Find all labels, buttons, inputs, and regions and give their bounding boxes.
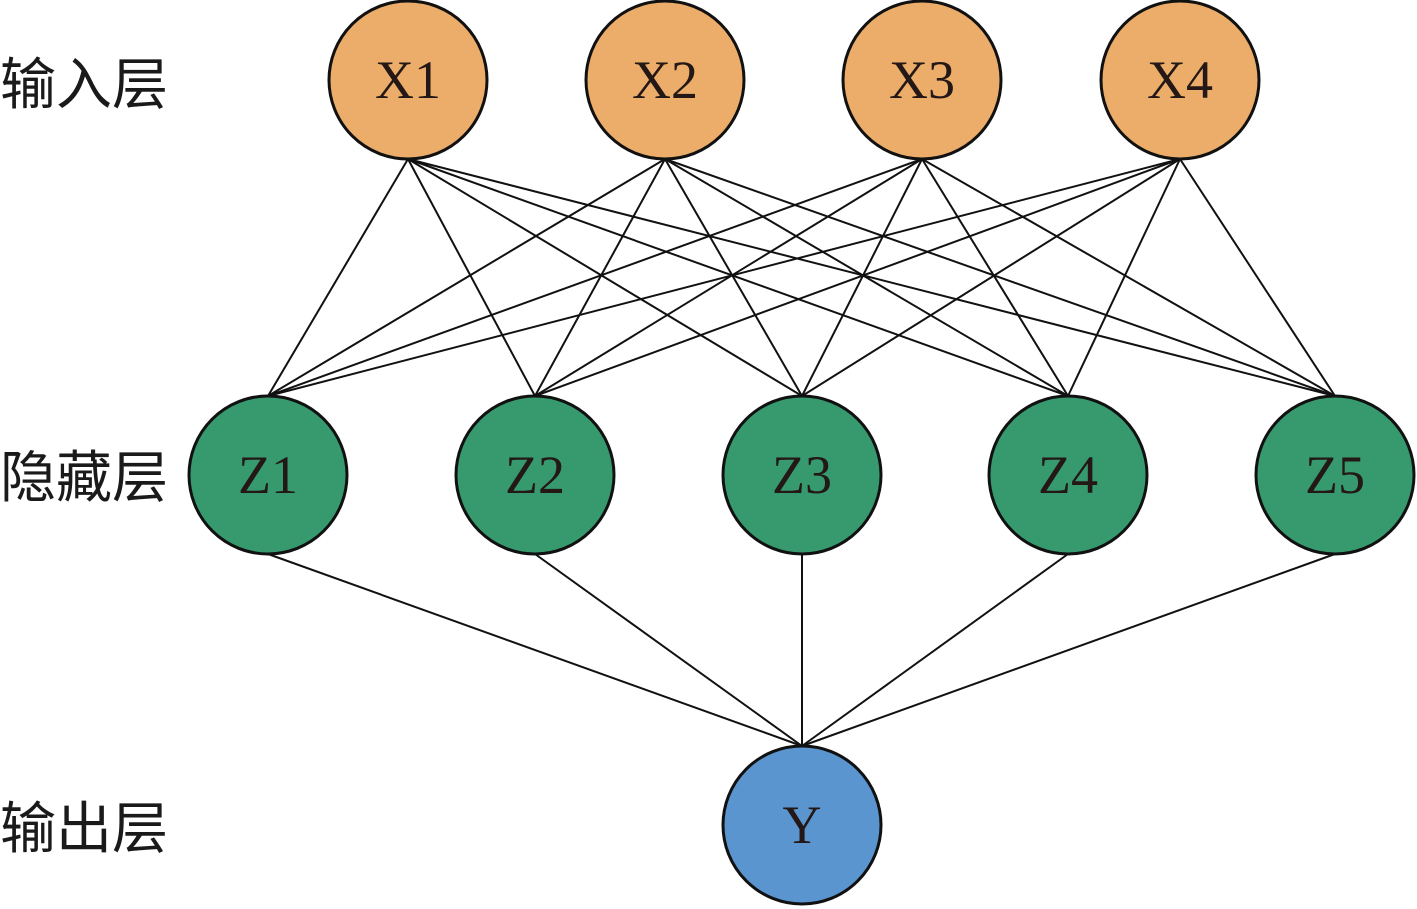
layer-labels-group: 输入层 隐藏层 输出层 (0, 53, 168, 862)
node-circle-z2 (454, 394, 616, 556)
edge-x1-z5 (407, 158, 1336, 397)
edge-x2-z1 (267, 158, 666, 397)
node-circle-x2 (584, 0, 746, 161)
node-y: Y (721, 744, 883, 906)
node-x4: X4 (1099, 0, 1261, 161)
node-z4: Z4 (987, 394, 1149, 556)
node-circle-x1 (327, 0, 489, 161)
edge-z2-y (534, 553, 803, 747)
node-label-x4: X4 (1147, 50, 1213, 110)
node-label-x2: X2 (632, 50, 698, 110)
edge-x2-z4 (664, 158, 1069, 397)
edge-x4-z4 (1067, 158, 1181, 397)
edge-x4-z3 (801, 158, 1181, 397)
edge-x3-z5 (921, 158, 1336, 397)
edge-x1-z3 (407, 158, 803, 397)
node-circle-x3 (841, 0, 1003, 161)
node-z5: Z5 (1254, 394, 1416, 556)
node-label-z5: Z5 (1305, 445, 1365, 505)
edge-x4-z5 (1179, 158, 1336, 397)
edge-x1-z2 (407, 158, 536, 397)
node-label-z3: Z3 (772, 445, 832, 505)
edge-x4-z1 (267, 158, 1181, 397)
node-label-z2: Z2 (505, 445, 565, 505)
node-label-x1: X1 (375, 50, 441, 110)
node-z3: Z3 (721, 394, 883, 556)
node-x3: X3 (841, 0, 1003, 161)
edge-x1-z1 (267, 158, 409, 397)
layer-label-output: 输出层 (0, 797, 168, 862)
node-circle-y (721, 744, 883, 906)
edge-x2-z5 (664, 158, 1336, 397)
node-circle-z1 (187, 394, 349, 556)
node-label-y: Y (783, 795, 822, 855)
node-x1: X1 (327, 0, 489, 161)
edge-x2-z2 (534, 158, 666, 397)
edge-x1-z4 (407, 158, 1069, 397)
node-x2: X2 (584, 0, 746, 161)
edge-z1-y (267, 553, 803, 747)
node-circle-z4 (987, 394, 1149, 556)
node-circle-x4 (1099, 0, 1261, 161)
edges-group (267, 158, 1336, 747)
node-label-x3: X3 (889, 50, 955, 110)
edge-x3-z2 (534, 158, 923, 397)
node-circle-z3 (721, 394, 883, 556)
edge-x3-z4 (921, 158, 1069, 397)
edge-x3-z1 (267, 158, 923, 397)
node-label-z4: Z4 (1038, 445, 1098, 505)
node-label-z1: Z1 (238, 445, 298, 505)
layer-label-input: 输入层 (0, 53, 168, 118)
edge-x2-z3 (664, 158, 803, 397)
edge-z5-y (801, 553, 1336, 747)
node-circle-z5 (1254, 394, 1416, 556)
node-z2: Z2 (454, 394, 616, 556)
edge-x3-z3 (801, 158, 923, 397)
layer-label-hidden: 隐藏层 (0, 446, 168, 511)
node-z1: Z1 (187, 394, 349, 556)
edge-x4-z2 (534, 158, 1181, 397)
edge-z4-y (801, 553, 1069, 747)
